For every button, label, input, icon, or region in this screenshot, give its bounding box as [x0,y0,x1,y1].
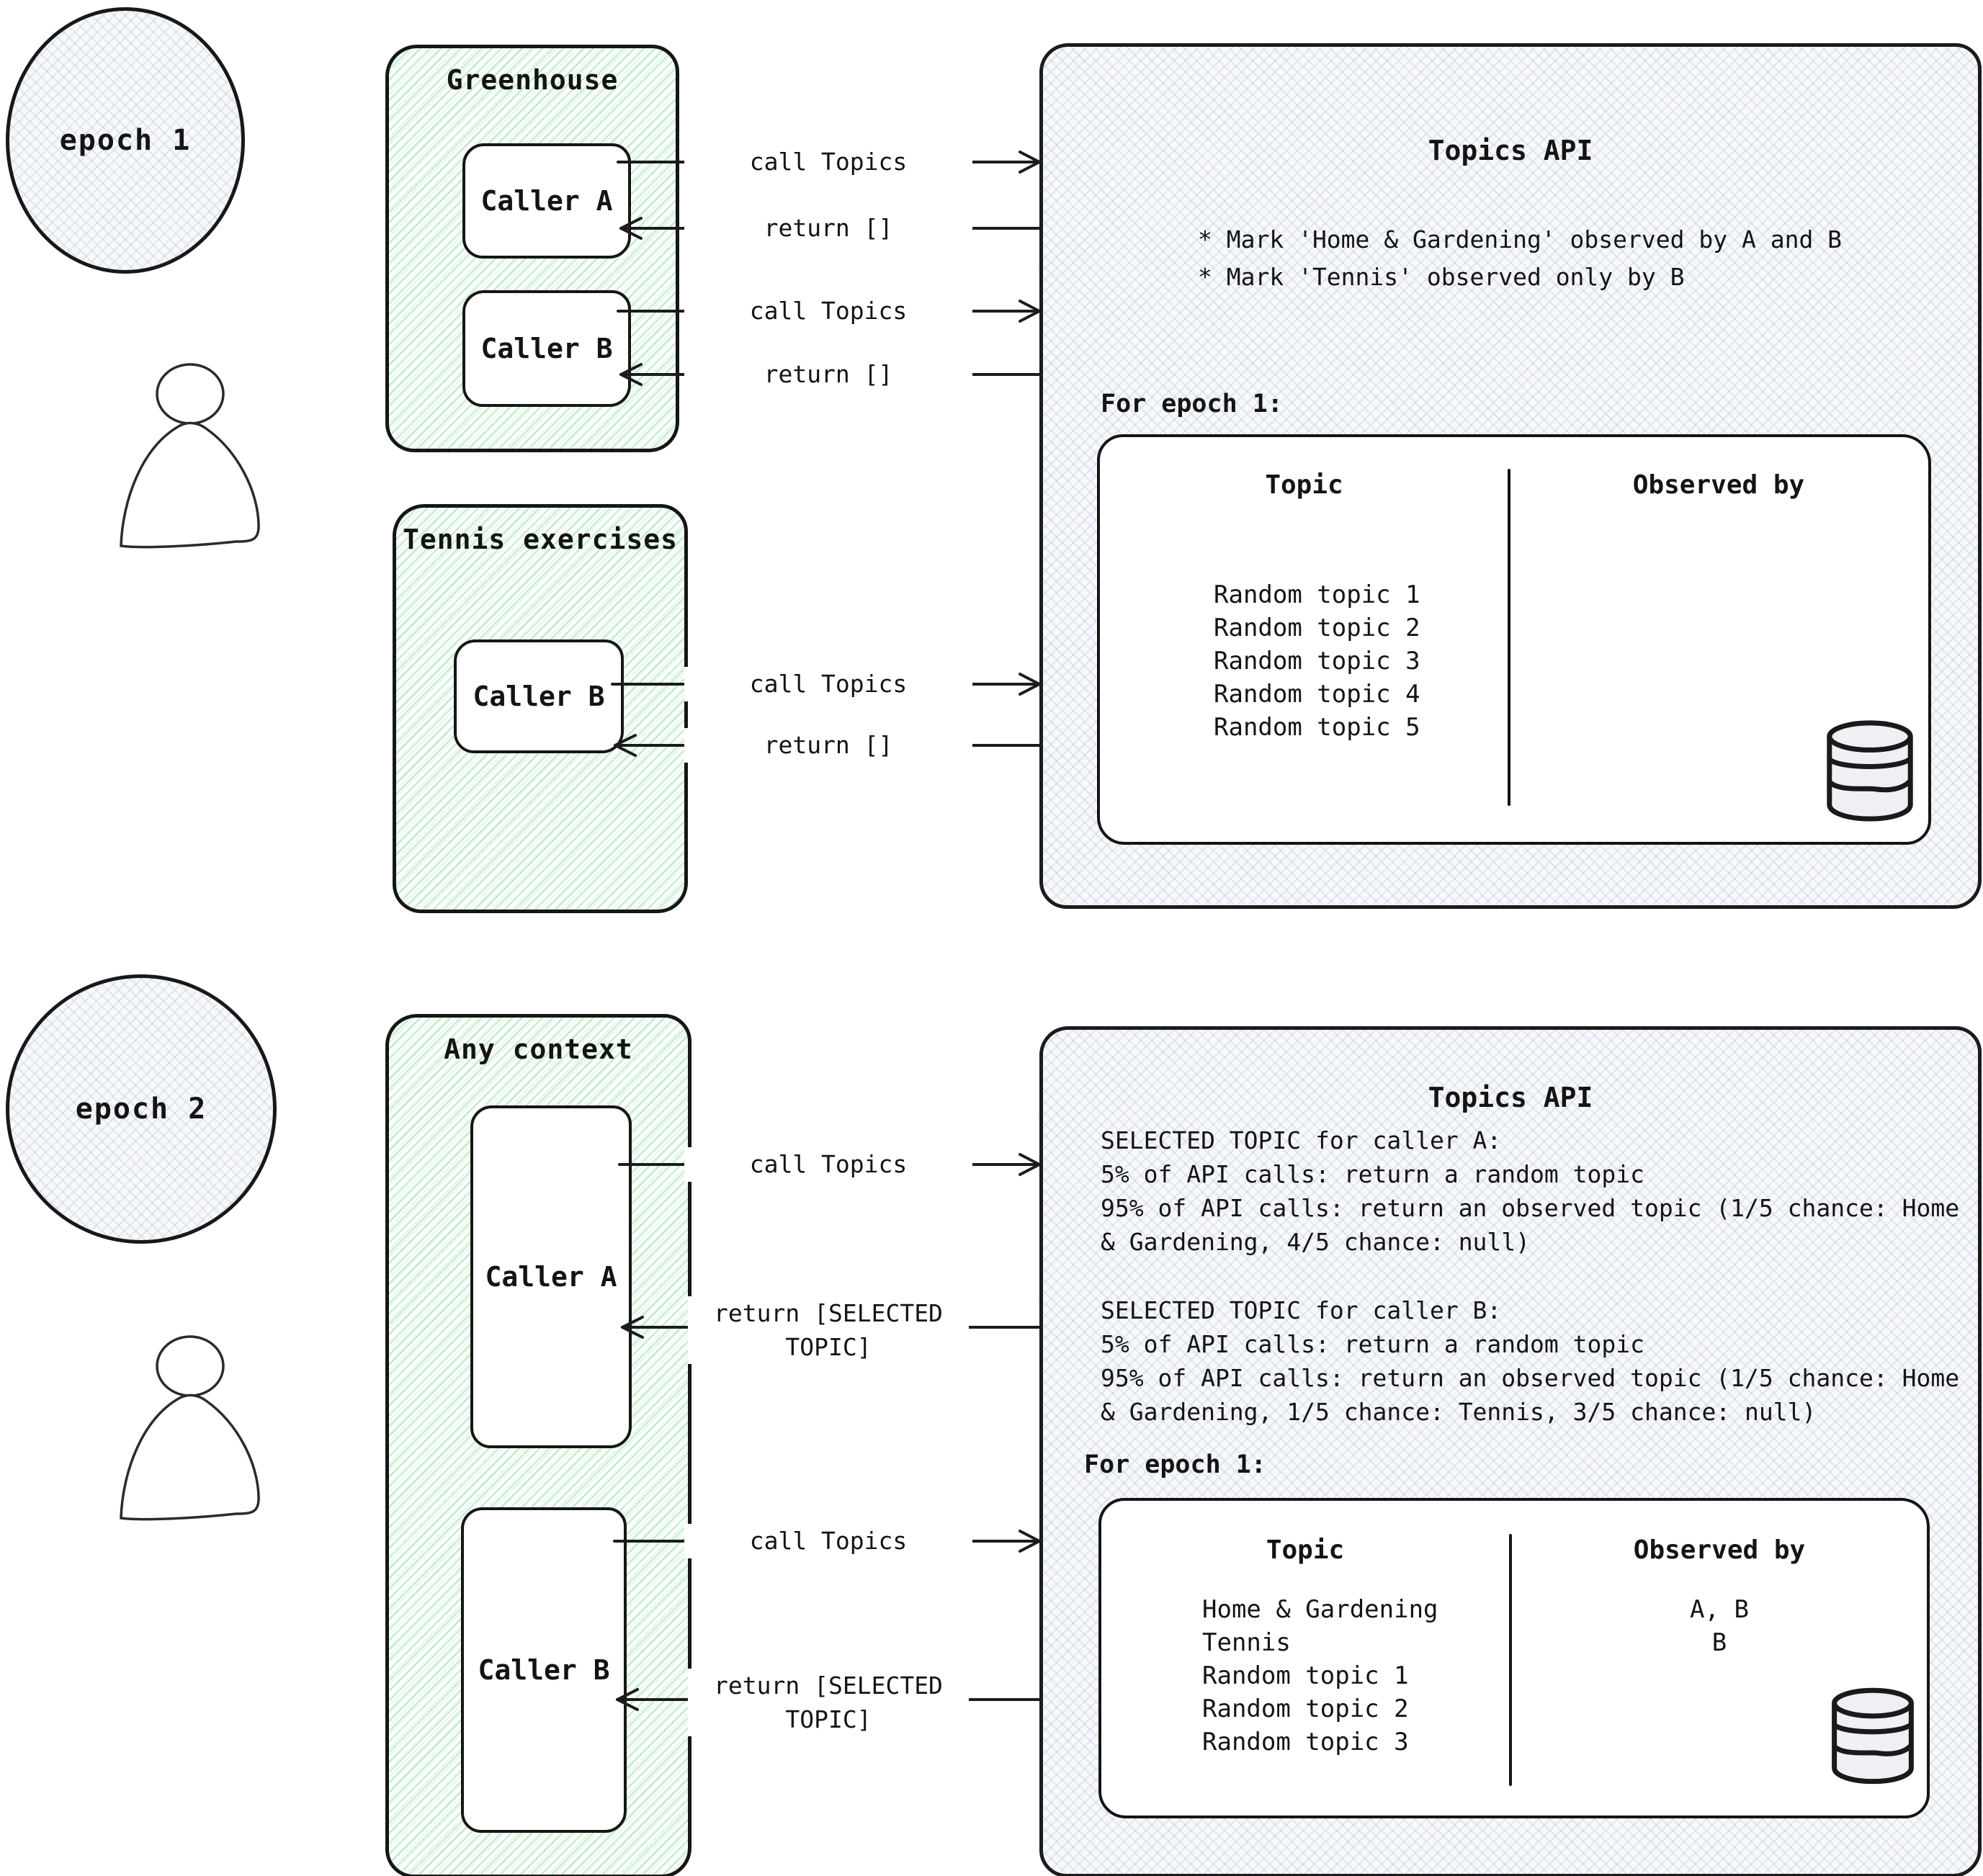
topic-rows: Random topic 1 Random topic 2 Random top… [1214,578,1420,744]
table-row: Random topic 3 [1202,1728,1409,1756]
topic-rows: Home & Gardening Tennis Random topic 1 R… [1202,1593,1438,1759]
arrow-label-return: return [] [684,211,972,246]
topics-api-title: Topics API [1428,135,1593,166]
table-row: Random topic 1 [1202,1661,1409,1690]
tennis-title: Tennis exercises [402,524,679,555]
caller-a-label: Caller A [480,185,613,217]
person-icon [117,360,268,555]
table-row [1510,645,1927,678]
table-row: Random topic 2 [1202,1695,1409,1723]
epoch-1-circle: epoch 1 [6,7,245,274]
epoch-table-caption: For epoch 1: [1101,390,1283,418]
caller-b-label: Caller B [480,333,613,364]
topics-api-box-epoch1: Topics API * Mark 'Home & Gardening' obs… [1039,43,1982,909]
database-icon [1824,719,1916,822]
arrow-label-call: call Topics [684,145,972,179]
table-row [1510,578,1927,611]
topics-table-epoch2: Topic Observed by Home & Gardening Tenni… [1098,1498,1930,1818]
caller-a-box-epoch2: Caller A [470,1105,632,1448]
topics-api-title: Topics API [1428,1082,1593,1113]
caller-b-box-epoch1: Caller B [462,290,631,407]
column-header-topic: Topic [1266,1535,1345,1565]
arrow-label-call: call Topics [684,667,972,701]
table-divider [1508,469,1510,806]
greenhouse-context-box: Greenhouse Caller A Caller B [385,45,679,452]
greenhouse-title: Greenhouse [446,64,619,96]
table-row: Random topic 1 [1214,580,1420,609]
person-icon [117,1332,268,1527]
topics-table-epoch1: Topic Observed by Random topic 1 Random … [1097,434,1931,845]
table-row: Random topic 4 [1214,680,1420,709]
table-row: Home & Gardening [1202,1595,1438,1624]
arrow-label-return: return [] [684,357,972,392]
arrow-label-call: call Topics [684,294,972,328]
topics-api-box-epoch2: Topics API SELECTED TOPIC for caller A: … [1039,1026,1982,1876]
arrow-label-return-selected: return [SELECTED TOPIC] [688,1296,969,1364]
epoch-2-label: epoch 2 [75,1092,207,1126]
table-row: Tennis [1202,1628,1291,1657]
epoch-1-label: epoch 1 [59,124,192,157]
caller-b-box-epoch2: Caller B [461,1507,627,1833]
column-header-observed: Observed by [1632,470,1805,500]
table-divider [1509,1534,1512,1786]
epoch-2-circle: epoch 2 [6,974,277,1244]
arrow-label-return-selected: return [SELECTED TOPIC] [688,1669,969,1736]
table-row: A, B [1690,1595,1749,1624]
observed-rows: A, B B [1512,1593,1927,1759]
api-note-1: * Mark 'Home & Gardening' observed by A … [1198,225,1843,253]
arrow-label-return: return [] [684,728,972,763]
caller-b-label: Caller B [478,1654,610,1686]
table-row: Random topic 2 [1214,614,1420,642]
tennis-context-box: Tennis exercises Caller B [393,504,688,913]
arrow-label-call: call Topics [684,1524,972,1558]
api-note-2: * Mark 'Tennis' observed only by B [1198,263,1685,291]
database-icon [1830,1681,1915,1790]
table-row: B [1711,1628,1727,1657]
table-row: Random topic 3 [1214,647,1420,676]
selected-topic-caller-b-text: SELECTED TOPIC for caller B: 5% of API c… [1101,1296,1960,1426]
any-context-title: Any context [444,1033,633,1065]
table-row [1510,678,1927,711]
table-row: Random topic 5 [1214,713,1420,742]
column-header-topic: Topic [1265,470,1343,500]
any-context-box: Any context Caller A Caller B [385,1014,691,1876]
caller-a-label: Caller A [485,1261,617,1293]
caller-b-box-tennis: Caller B [454,639,624,753]
column-header-observed: Observed by [1633,1535,1806,1565]
arrow-label-call: call Topics [684,1147,972,1182]
caller-b-label: Caller B [473,681,605,712]
caller-a-box-epoch1: Caller A [462,143,631,259]
table-row [1510,611,1927,645]
epoch-table-caption: For epoch 1: [1084,1450,1266,1479]
selected-topic-caller-a-text: SELECTED TOPIC for caller A: 5% of API c… [1101,1126,1960,1256]
